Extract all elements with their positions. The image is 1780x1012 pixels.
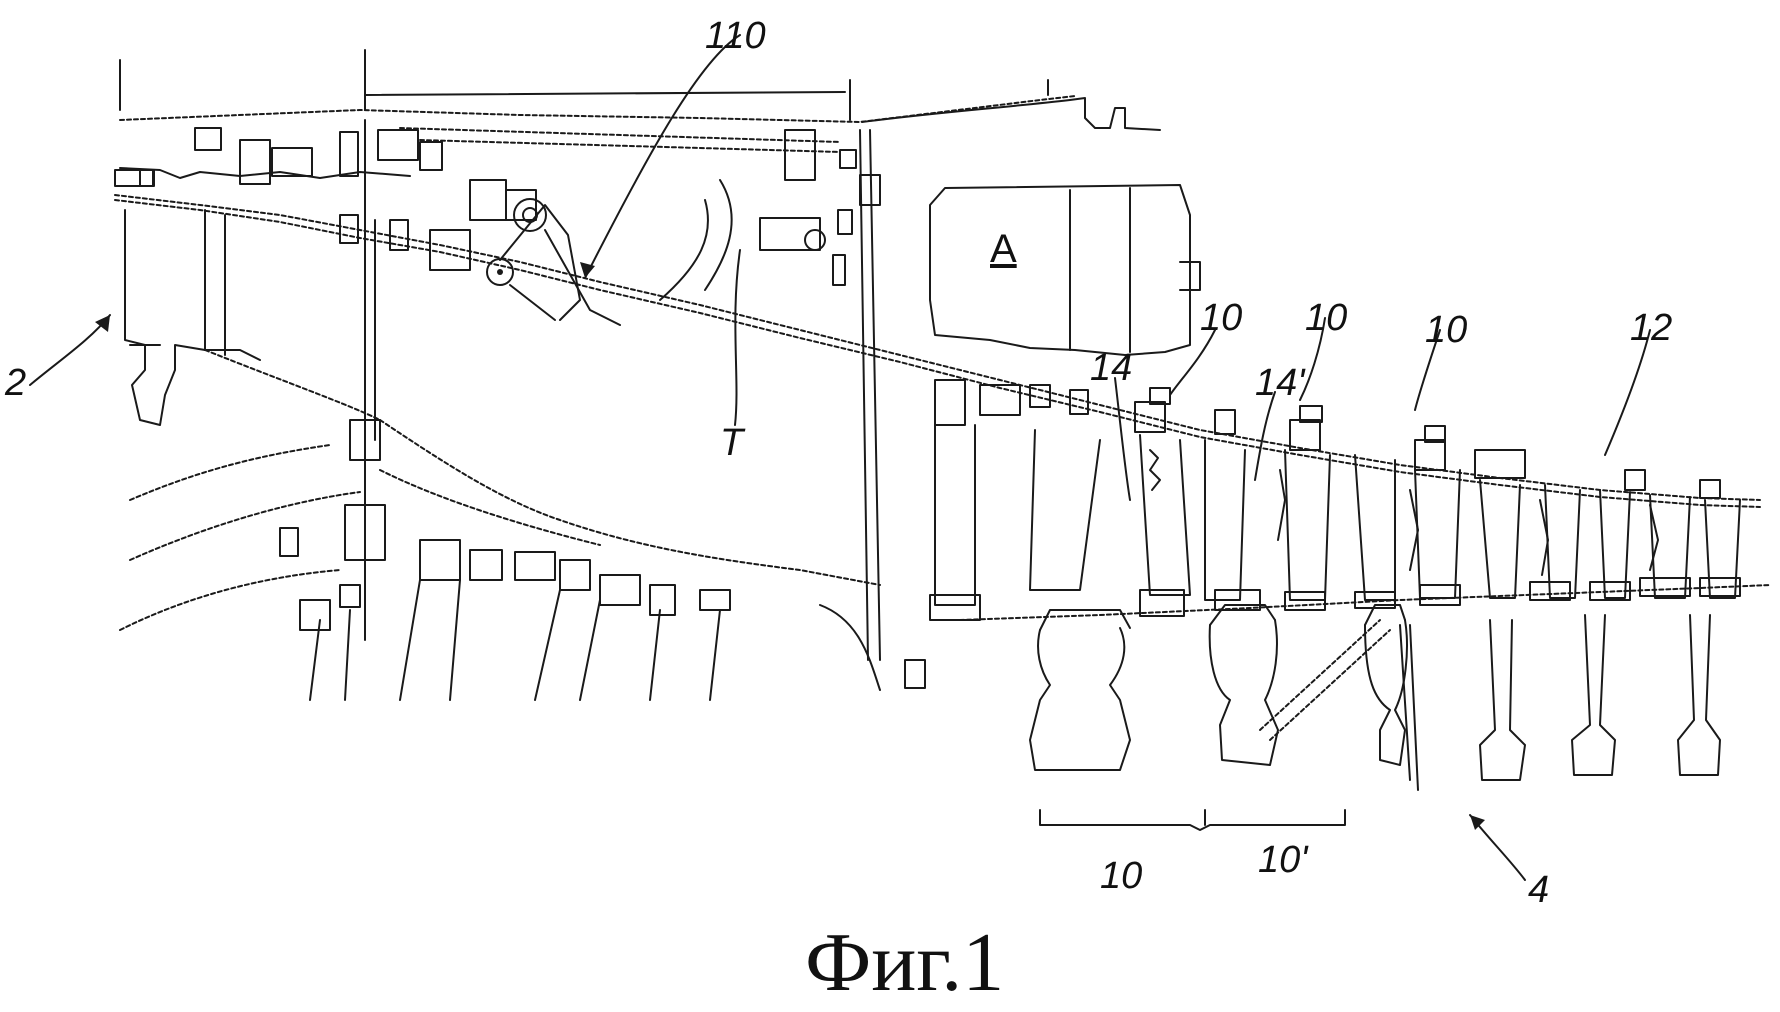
label-10-prime-bottom: 10': [1258, 839, 1309, 881]
turbine-stages: [929, 379, 1771, 791]
label-2: 2: [4, 362, 26, 404]
upper-left-mechanism: [114, 119, 881, 661]
label-10-first: 10: [1200, 297, 1242, 339]
label-A: A: [990, 227, 1017, 271]
label-14-prime: 14': [1255, 362, 1306, 404]
label-110: 110: [705, 15, 766, 57]
front-stage-2: [124, 209, 381, 426]
label-4: 4: [1528, 869, 1549, 911]
label-10-bottom: 10: [1100, 855, 1142, 897]
label-T: T: [720, 422, 746, 464]
reference-leaders: 110 2 T 10 10 10 12 14 14' 10 10' 4: [4, 15, 1672, 911]
outer-casing: [114, 49, 1761, 508]
label-14: 14: [1090, 347, 1132, 389]
component-A: A: [929, 184, 1201, 356]
label-12: 12: [1630, 307, 1672, 349]
mid-lower-structure: [119, 419, 926, 701]
label-10-third: 10: [1425, 309, 1467, 351]
figure-caption: Фиг.1: [805, 916, 1004, 1009]
label-10-second: 10: [1305, 297, 1347, 339]
